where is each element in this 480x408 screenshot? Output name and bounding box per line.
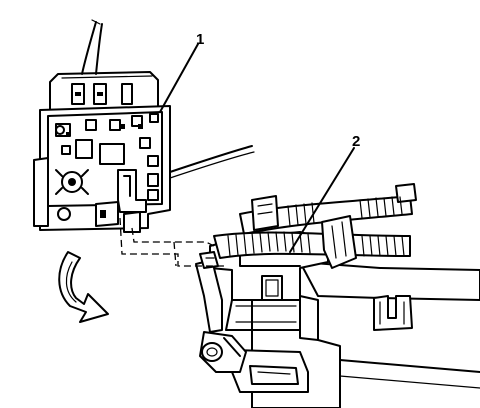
mounting-clip <box>373 295 413 331</box>
callout-2-label: 2 <box>352 133 360 150</box>
alignment-guide <box>119 217 226 267</box>
wiring-harness <box>213 183 417 269</box>
switch-module <box>33 19 255 233</box>
callout-1-label: 1 <box>196 31 204 48</box>
callout-leader-lines <box>159 43 355 253</box>
lower-connector <box>199 331 247 373</box>
rotation-arrow <box>58 251 109 323</box>
vehicle-bracket-structure <box>231 261 480 408</box>
